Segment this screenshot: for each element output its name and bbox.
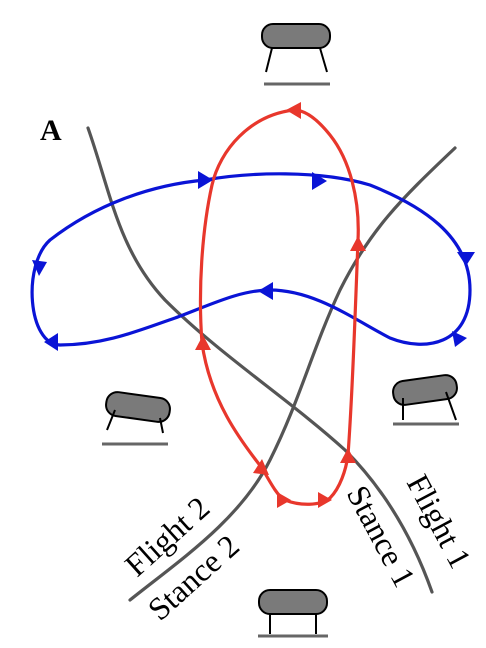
red-arrowhead bbox=[350, 236, 366, 251]
robot-stance-right-icon bbox=[392, 374, 459, 426]
boundary-curve-2 bbox=[128, 146, 457, 602]
blue-orbit bbox=[30, 172, 472, 347]
blue-arrowhead bbox=[312, 172, 327, 190]
boundary-curve-1 bbox=[86, 126, 434, 594]
robot-flight-top-icon bbox=[261, 23, 331, 86]
red-arrowhead bbox=[195, 335, 211, 350]
blue-arrowhead bbox=[452, 331, 467, 347]
red-arrowheads bbox=[195, 102, 366, 508]
blue-arrowhead bbox=[457, 252, 475, 266]
panel-label: A bbox=[40, 114, 62, 147]
red-arrowhead bbox=[277, 492, 291, 508]
robot-flight-left-icon bbox=[102, 391, 171, 446]
red-arrowhead bbox=[318, 492, 332, 508]
robot-stance-bottom-icon bbox=[258, 589, 328, 638]
red-orbit bbox=[198, 108, 360, 506]
blue-arrowhead bbox=[44, 333, 58, 351]
red-arrowhead bbox=[253, 459, 269, 475]
red-arrowhead bbox=[286, 102, 301, 119]
blue-arrowheads bbox=[32, 171, 475, 351]
red-arrowhead bbox=[340, 448, 356, 463]
blue-arrowhead bbox=[32, 260, 47, 276]
blue-arrowhead bbox=[198, 171, 213, 189]
blue-arrowhead bbox=[258, 282, 273, 300]
